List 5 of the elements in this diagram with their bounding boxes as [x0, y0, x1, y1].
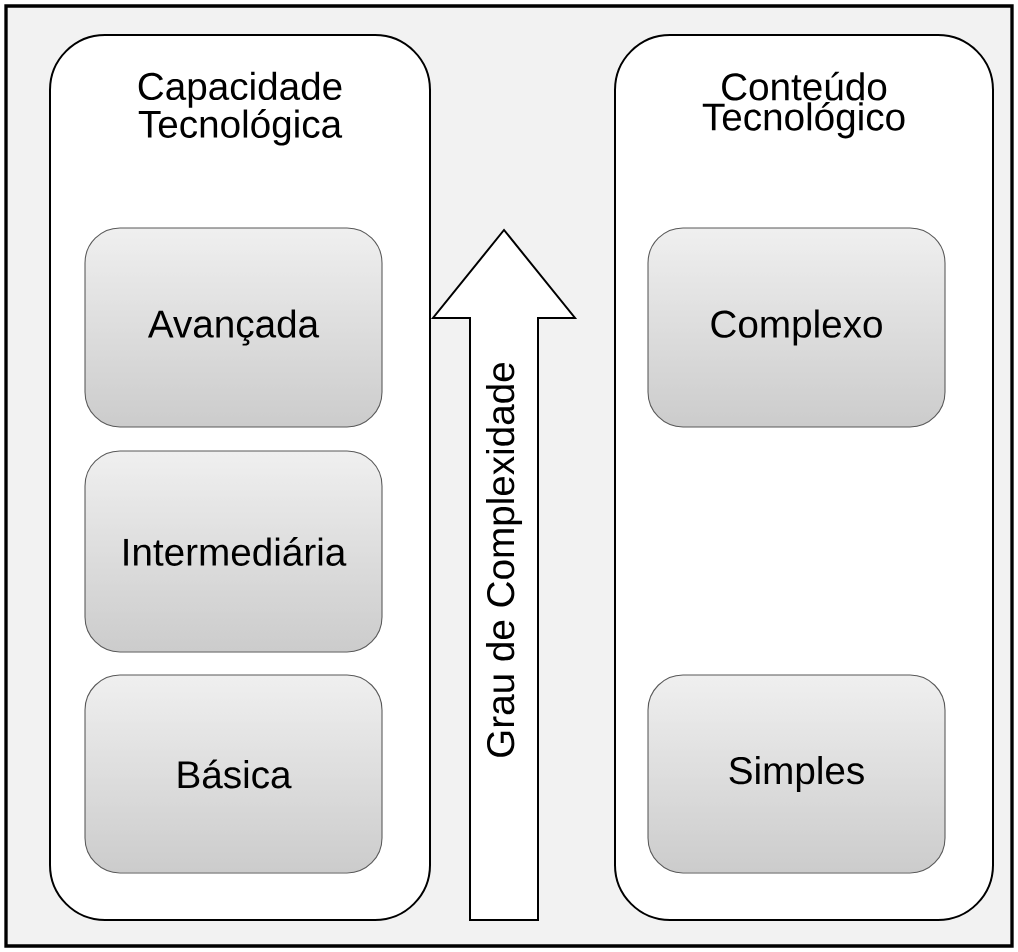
level-box: Básica: [84, 674, 383, 874]
level-box: Complexo: [647, 227, 946, 428]
level-box: Simples: [647, 674, 946, 874]
level-box: Avançada: [84, 227, 383, 428]
level-box: Intermediária: [84, 450, 383, 653]
